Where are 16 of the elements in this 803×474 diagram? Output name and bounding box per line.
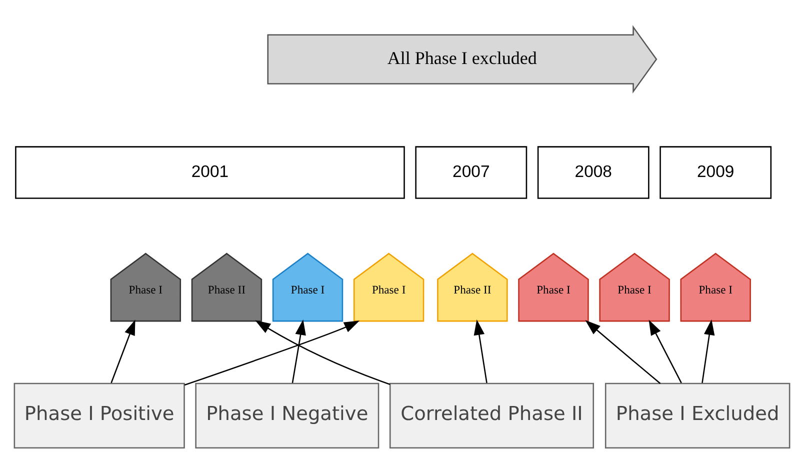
arrow: [110, 319, 135, 383]
arrow: [291, 319, 306, 383]
node-box: 2009: [659, 146, 772, 198]
arrow: [254, 320, 390, 384]
arrow: [701, 319, 714, 383]
node-box: Phase I Positive: [13, 382, 184, 448]
node-box: Phase I Excluded: [604, 382, 790, 448]
node-box: Correlated Phase II: [388, 382, 594, 448]
node-box: Phase I Negative: [194, 382, 379, 448]
arrow: [648, 319, 682, 383]
node-box: 2007: [414, 146, 527, 198]
arrow: [473, 319, 487, 383]
arrow: [184, 320, 360, 386]
node-box: 2008: [536, 146, 649, 198]
node-box: 2001: [14, 146, 404, 198]
arrow: [584, 320, 660, 384]
